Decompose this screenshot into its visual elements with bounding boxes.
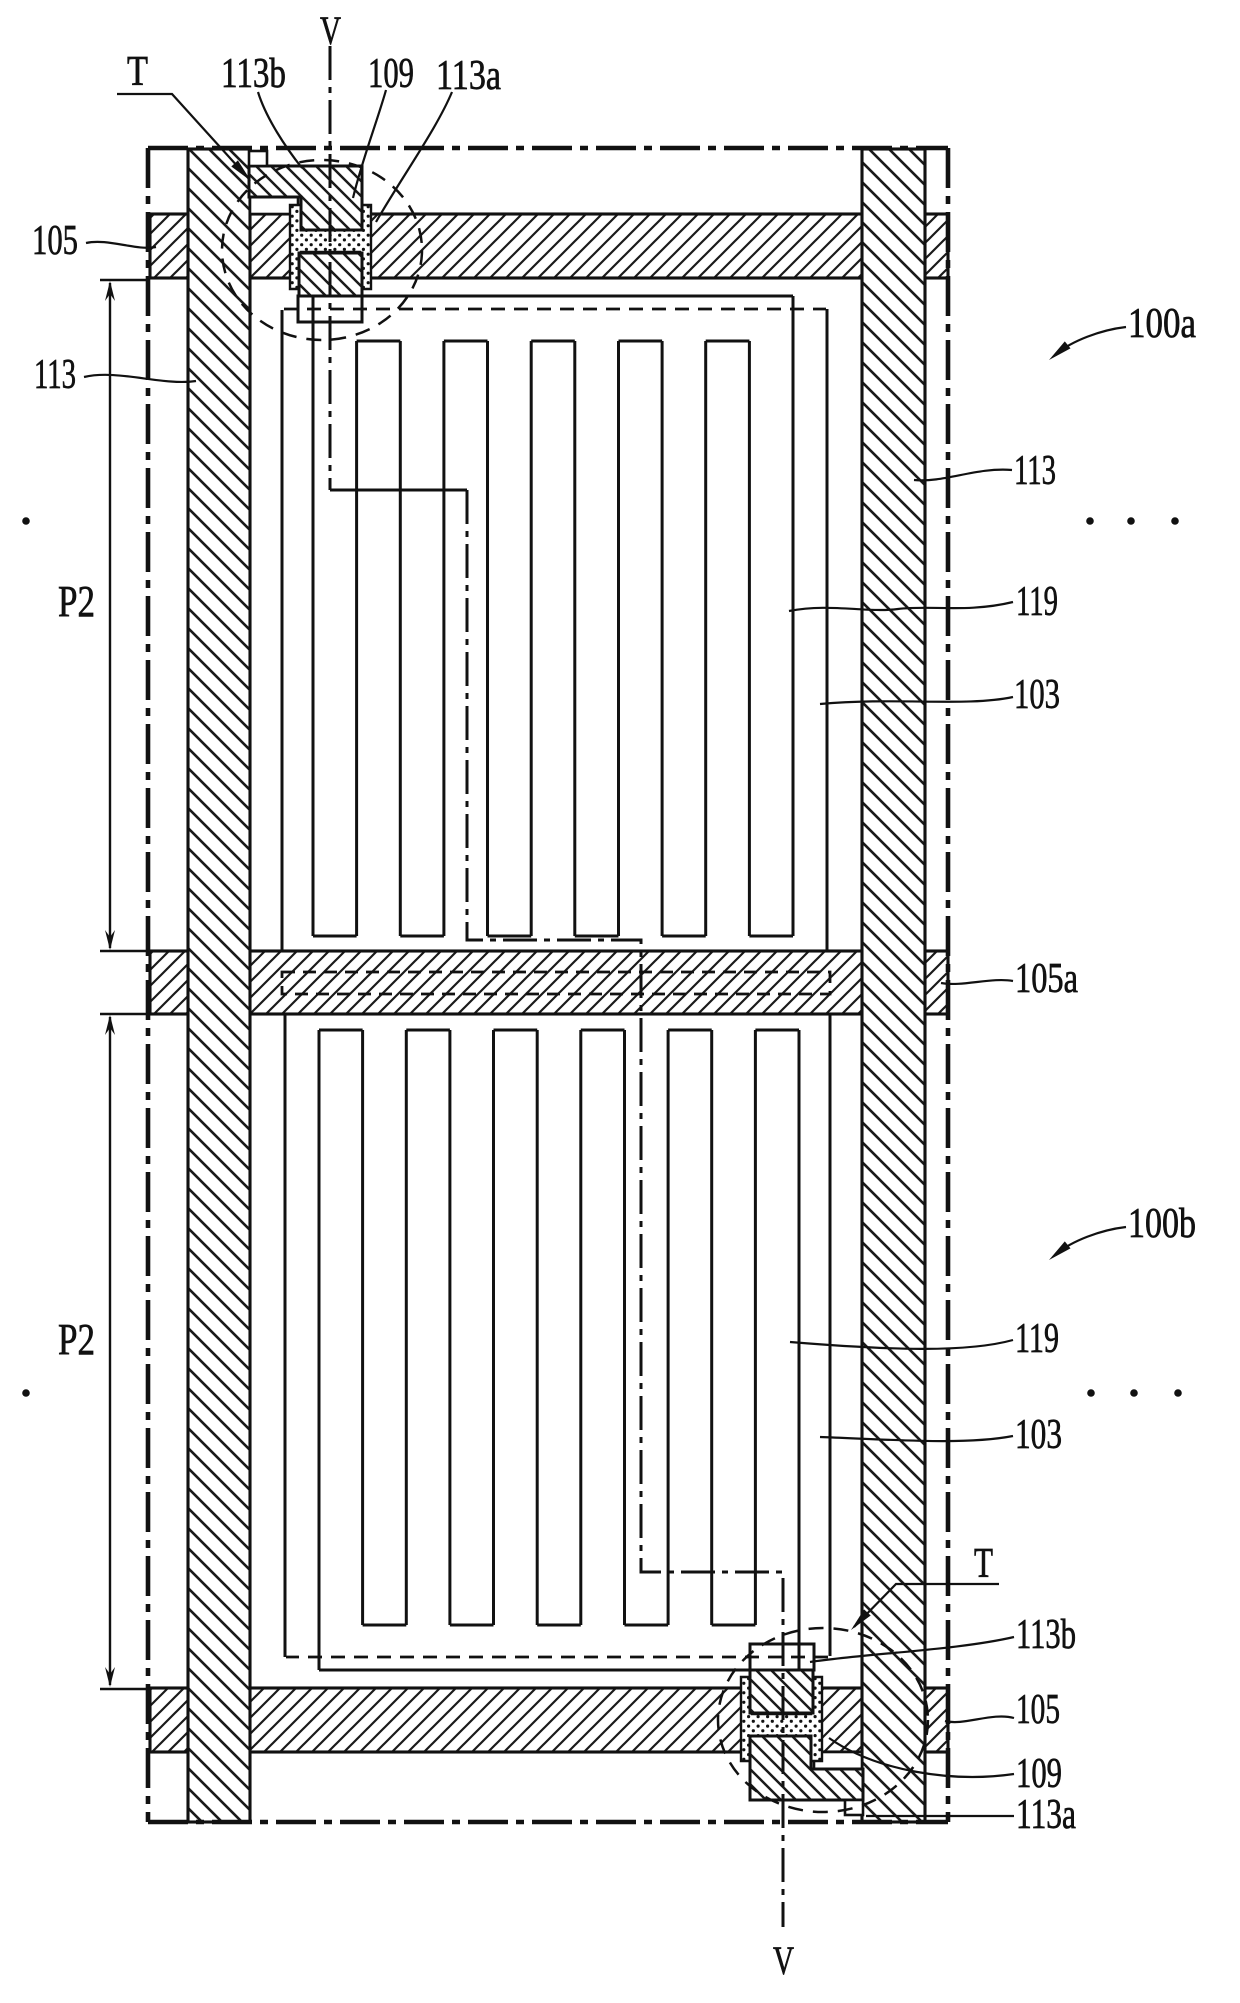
svg-text:100a: 100a [1128, 301, 1196, 347]
svg-text:105: 105 [32, 218, 78, 264]
svg-text:113: 113 [1014, 448, 1056, 494]
svg-text:113b: 113b [1016, 1612, 1076, 1658]
svg-text:105: 105 [1016, 1687, 1060, 1733]
svg-text:P2: P2 [58, 1315, 95, 1364]
svg-text:119: 119 [1016, 579, 1058, 625]
svg-text:V: V [320, 8, 341, 53]
svg-text:T: T [974, 1541, 993, 1587]
svg-text:119: 119 [1015, 1316, 1059, 1362]
svg-text:P2: P2 [58, 577, 95, 626]
svg-text:113b: 113b [221, 51, 286, 97]
svg-text:109: 109 [368, 51, 414, 97]
svg-text:100b: 100b [1128, 1201, 1196, 1247]
svg-text:V: V [773, 1938, 794, 1983]
svg-text:105a: 105a [1015, 956, 1078, 1002]
svg-text:113a: 113a [1016, 1792, 1076, 1838]
svg-text:109: 109 [1016, 1751, 1062, 1797]
svg-text:T: T [127, 49, 148, 95]
svg-text:103: 103 [1014, 672, 1060, 718]
svg-text:103: 103 [1015, 1412, 1062, 1458]
svg-text:113: 113 [34, 352, 76, 398]
svg-text:113a: 113a [436, 53, 501, 99]
